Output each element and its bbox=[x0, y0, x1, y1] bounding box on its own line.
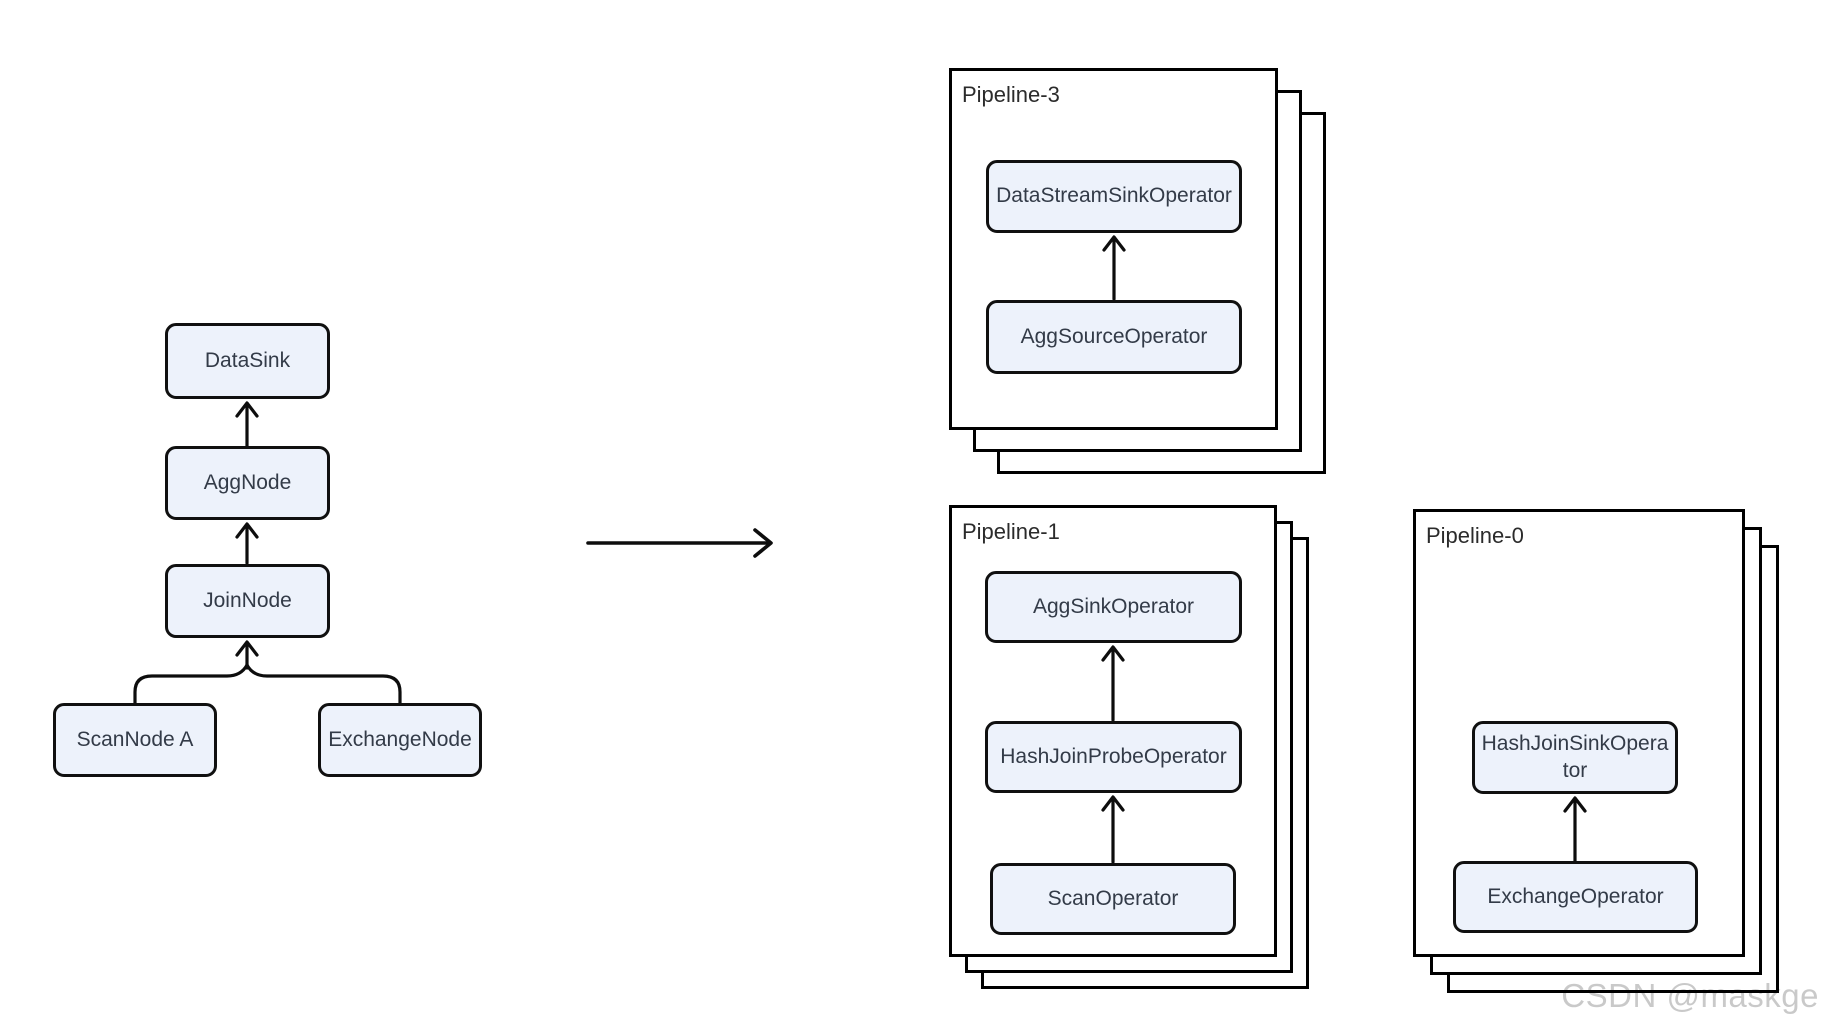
operator-box-datastreamsink: DataStreamSinkOperator bbox=[986, 160, 1242, 233]
operator-box-hashjoinprobe: HashJoinProbeOperator bbox=[985, 721, 1242, 793]
pipeline-title: Pipeline-1 bbox=[962, 519, 1060, 544]
pipeline-1-stack: Pipeline-1 AggSinkOperator HashJoinProbe… bbox=[949, 505, 1309, 989]
arrow-up-icon bbox=[1563, 796, 1587, 863]
tree-node-label: ExchangeNode bbox=[328, 728, 472, 751]
tree-node-label: ScanNode A bbox=[76, 728, 194, 751]
tree-node-label: JoinNode bbox=[203, 589, 292, 612]
pipeline-0-card: Pipeline-0 HashJoinSinkOperator Exchange… bbox=[1413, 509, 1745, 957]
watermark: CSDN @maskge bbox=[1561, 977, 1819, 1014]
operator-label: DataStreamSinkOperator bbox=[996, 184, 1232, 208]
tree-node-label: DataSink bbox=[204, 349, 291, 372]
operator-box-exchange: ExchangeOperator bbox=[1453, 861, 1698, 933]
operator-label: HashJoinProbeOperator bbox=[1000, 744, 1227, 768]
operator-label: AggSinkOperator bbox=[1032, 594, 1195, 618]
tree-node-scannode-a: ScanNode A bbox=[53, 703, 217, 777]
arrow-up-icon bbox=[1102, 235, 1126, 301]
tree-node-label: AggNode bbox=[203, 471, 292, 494]
pipeline-title: Pipeline-0 bbox=[1426, 523, 1524, 548]
operator-box-aggsource: AggSourceOperator bbox=[986, 300, 1242, 374]
pipeline-0-stack: Pipeline-0 HashJoinSinkOperator Exchange… bbox=[1413, 509, 1779, 993]
tree-node-datasink: DataSink bbox=[165, 323, 330, 399]
tree-node-exchangenode: ExchangeNode bbox=[318, 703, 482, 777]
pipeline-1-card: Pipeline-1 AggSinkOperator HashJoinProbe… bbox=[949, 505, 1277, 957]
pipeline-3-card: Pipeline-3 DataStreamSinkOperator AggSou… bbox=[949, 68, 1278, 430]
operator-label: AggSourceOperator bbox=[1020, 324, 1208, 348]
operator-label: ExchangeOperator bbox=[1487, 884, 1664, 908]
arrow-up-icon bbox=[235, 401, 259, 448]
tree-node-joinnode: JoinNode bbox=[165, 564, 330, 638]
operator-box-aggsink: AggSinkOperator bbox=[985, 571, 1242, 643]
operator-box-hashjoinsink: HashJoinSinkOperator bbox=[1472, 721, 1678, 794]
tree-node-aggnode: AggNode bbox=[165, 446, 330, 520]
pipeline-3-stack: Pipeline-3 DataStreamSinkOperator AggSou… bbox=[949, 68, 1326, 474]
arrow-up-icon bbox=[235, 522, 259, 565]
transform-right-arrow-icon bbox=[586, 528, 773, 558]
branch-connector bbox=[133, 663, 402, 705]
operator-label: ScanOperator bbox=[1047, 886, 1179, 910]
operator-box-scan: ScanOperator bbox=[990, 863, 1236, 935]
pipeline-title: Pipeline-3 bbox=[962, 82, 1060, 107]
operator-label: HashJoinSinkOperator bbox=[1481, 732, 1669, 782]
arrow-up-icon bbox=[1101, 795, 1125, 864]
arrow-up-icon bbox=[1101, 645, 1125, 722]
